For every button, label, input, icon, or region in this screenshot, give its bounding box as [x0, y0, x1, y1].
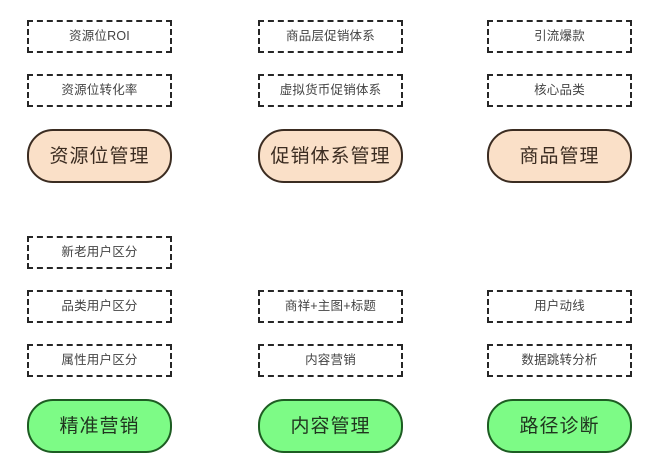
group-path-diagnosis: 用户动线数据跳转分析路径诊断 [487, 290, 632, 453]
group-product-management: 引流爆款核心品类商品管理 [487, 20, 632, 183]
item-box[interactable]: 商品层促销体系 [258, 20, 403, 53]
item-box[interactable]: 虚拟货币促销体系 [258, 74, 403, 107]
group-resource-slot-management: 资源位ROI 资源位转化率资源位管理 [27, 20, 172, 183]
item-box[interactable]: 数据跳转分析 [487, 344, 632, 377]
group-pill-content-management[interactable]: 内容管理 [258, 399, 403, 453]
item-box[interactable]: 品类用户区分 [27, 290, 172, 323]
item-box[interactable]: 属性用户区分 [27, 344, 172, 377]
item-box[interactable]: 内容营销 [258, 344, 403, 377]
group-content-management: 商祥+主图+标题内容营销内容管理 [258, 290, 403, 453]
item-box[interactable]: 核心品类 [487, 74, 632, 107]
group-promotion-system-management: 商品层促销体系虚拟货币促销体系促销体系管理 [258, 20, 403, 183]
group-precision-marketing: 新老用户区分品类用户区分属性用户区分精准营销 [27, 236, 172, 453]
group-pill-precision-marketing[interactable]: 精准营销 [27, 399, 172, 453]
item-box[interactable]: 资源位转化率 [27, 74, 172, 107]
group-pill-resource-slot-management[interactable]: 资源位管理 [27, 129, 172, 183]
item-box[interactable]: 资源位ROI [27, 20, 172, 53]
group-pill-path-diagnosis[interactable]: 路径诊断 [487, 399, 632, 453]
item-box[interactable]: 用户动线 [487, 290, 632, 323]
item-box[interactable]: 商祥+主图+标题 [258, 290, 403, 323]
group-pill-promotion-system-management[interactable]: 促销体系管理 [258, 129, 403, 183]
item-box[interactable]: 引流爆款 [487, 20, 632, 53]
item-box[interactable]: 新老用户区分 [27, 236, 172, 269]
group-pill-product-management[interactable]: 商品管理 [487, 129, 632, 183]
